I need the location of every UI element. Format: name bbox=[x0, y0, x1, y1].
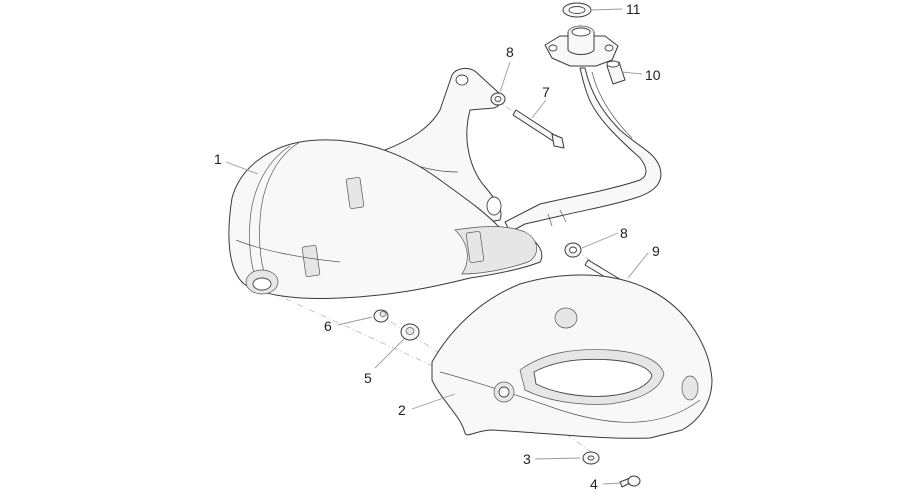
callout-5: 5 bbox=[364, 370, 372, 386]
callout-6: 6 bbox=[324, 318, 332, 334]
leader-lines bbox=[225, 8, 649, 485]
washer-3 bbox=[582, 451, 600, 465]
spacer-sleeve bbox=[606, 60, 626, 85]
callout-7: 7 bbox=[542, 84, 550, 100]
washer-8-bottom bbox=[564, 242, 582, 258]
exhaust-flange bbox=[544, 25, 619, 67]
exhaust-pipe bbox=[504, 67, 662, 233]
screw-4 bbox=[619, 475, 641, 488]
screw-7 bbox=[512, 109, 565, 149]
callout-8-bottom: 8 bbox=[620, 225, 628, 241]
callout-9: 9 bbox=[652, 243, 660, 259]
callout-10: 10 bbox=[645, 67, 661, 83]
washer-8-top bbox=[490, 92, 506, 106]
callout-1: 1 bbox=[214, 151, 222, 167]
silencer-body bbox=[228, 139, 543, 299]
callout-11: 11 bbox=[626, 1, 641, 17]
callout-2: 2 bbox=[398, 402, 406, 418]
callout-8-top: 8 bbox=[506, 44, 514, 60]
heat-shield bbox=[431, 274, 713, 439]
callout-3: 3 bbox=[523, 451, 531, 467]
grommet-6 bbox=[373, 309, 389, 323]
callouts: 1 2 3 4 5 6 7 8 8 9 10 11 bbox=[214, 1, 661, 492]
bushing-5 bbox=[400, 323, 420, 341]
gasket-ring bbox=[562, 2, 592, 18]
callout-4: 4 bbox=[590, 476, 598, 492]
